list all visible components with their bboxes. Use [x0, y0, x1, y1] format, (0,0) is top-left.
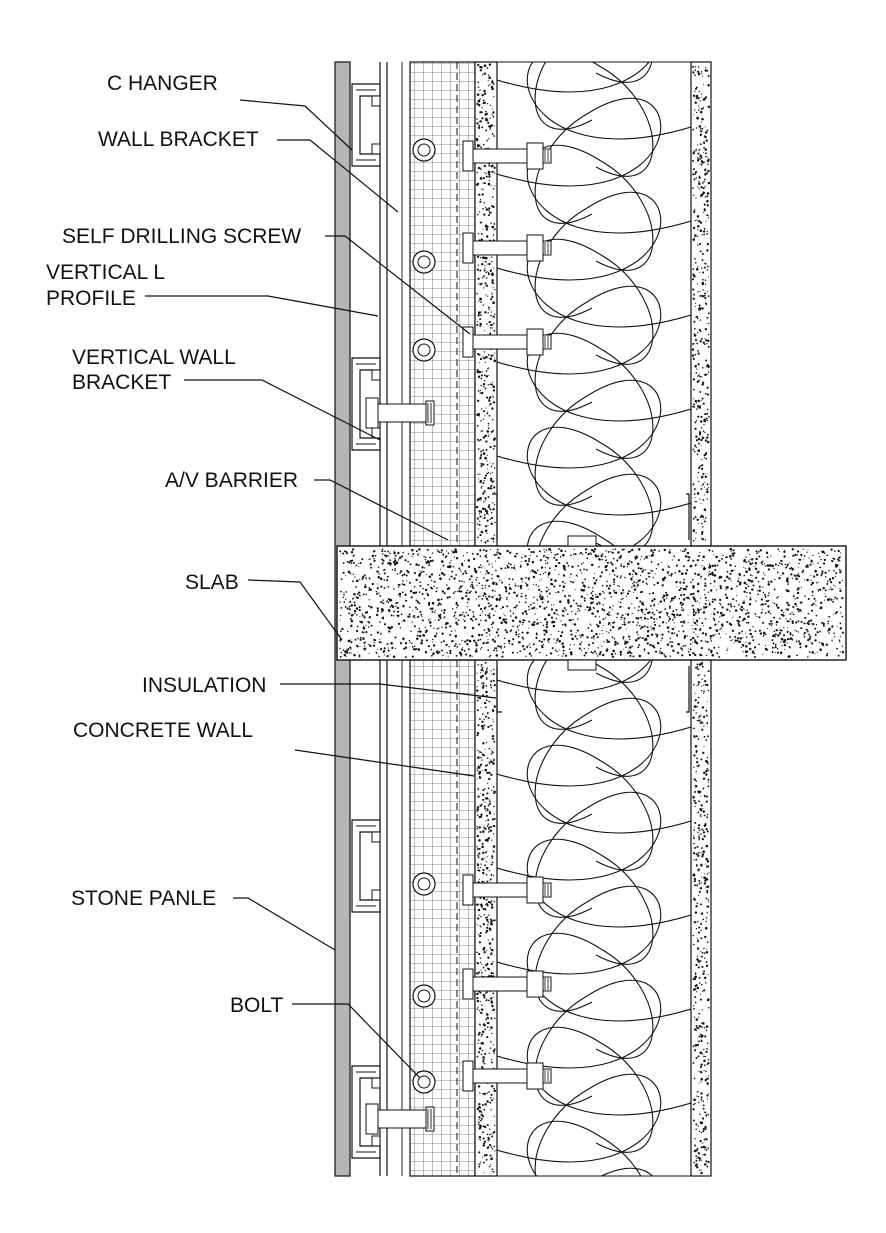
- label-concrete-wall: CONCRETE WALL: [73, 719, 253, 742]
- label-vertical-wall-bracket-line1: VERTICAL WALL: [72, 346, 236, 369]
- label-vertical-l-line1: VERTICAL L: [46, 261, 165, 284]
- vertical-l-profile: [379, 62, 403, 1176]
- label-vertical-l-line2: PROFILE: [46, 287, 136, 310]
- label-vertical-wall-bracket-line2: BRACKET: [72, 371, 171, 394]
- label-c-hanger: C HANGER: [107, 72, 218, 95]
- concrete-slab: [336, 535, 847, 671]
- callout-labels: C HANGER WALL BRACKET SELF DRILLING SCRE…: [46, 72, 301, 1017]
- label-av-barrier: A/V BARRIER: [165, 469, 298, 492]
- c-hanger: [351, 83, 381, 1159]
- label-insulation: INSULATION: [142, 674, 266, 697]
- anchor-bolts: [462, 140, 552, 1092]
- label-stone-panle: STONE PANLE: [71, 887, 216, 910]
- hanger-bolt: [365, 397, 435, 1135]
- interior-board: [690, 61, 712, 1177]
- label-wall-bracket: WALL BRACKET: [98, 128, 259, 151]
- label-bolt: BOLT: [230, 994, 283, 1017]
- label-self-drilling-screw: SELF DRILLING SCREW: [62, 225, 301, 248]
- label-slab: SLAB: [185, 571, 239, 594]
- slab-angle-clips: [492, 493, 690, 713]
- bracket-bolt-heads: [412, 138, 436, 1094]
- leader-lines: [145, 99, 497, 1079]
